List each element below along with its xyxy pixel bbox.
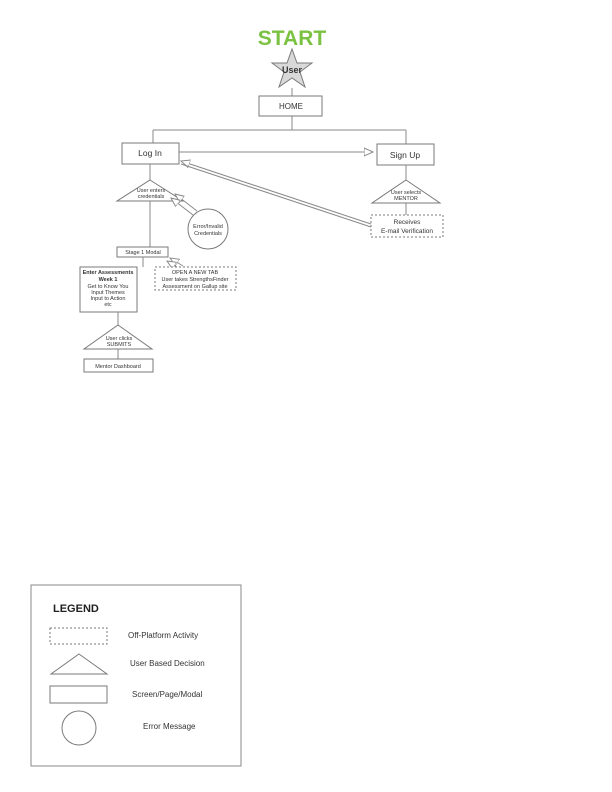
- email-to-login-arrow: [181, 161, 372, 225]
- assessments-line3: Get to Know You: [88, 284, 129, 290]
- legend-dashed-rectangle-icon: [49, 627, 108, 645]
- assessments-line1: Enter Assessments: [83, 270, 134, 276]
- legend-item-decision: User Based Decision: [130, 659, 205, 668]
- user-selects-line2: MENTOR: [394, 196, 418, 202]
- legend-item-screen: Screen/Page/Modal: [132, 690, 202, 699]
- signup-label: Sign Up: [390, 150, 421, 160]
- start-title: START: [258, 27, 327, 50]
- stage-modal-label: Stage 1 Modal: [125, 250, 160, 256]
- legend-rectangle-icon: [49, 685, 108, 704]
- email-line2: E-mail Verification: [381, 228, 433, 235]
- user-enters-line2: credentials: [138, 194, 165, 200]
- user-clicks-line2: SUBMITS: [107, 342, 132, 348]
- new-tab-box: [154, 266, 237, 291]
- email-line1: Receives: [394, 219, 421, 226]
- login-label: Log In: [138, 148, 162, 158]
- assessments-line5: Input to Action: [91, 296, 126, 302]
- star-label: User: [282, 65, 303, 75]
- mentor-dashboard-box: [83, 358, 154, 373]
- assessments-line2: Week 1: [99, 277, 118, 283]
- home-box: [258, 95, 323, 117]
- legend-item-off-platform: Off-Platform Activity: [128, 631, 198, 640]
- legend-triangle-icon: [49, 653, 109, 675]
- user-selects-line1: User selects: [391, 190, 422, 196]
- assessments-box: [79, 266, 138, 313]
- home-label: HOME: [279, 102, 303, 111]
- legend-circle-icon: [61, 710, 97, 746]
- error-line2: Credentials: [194, 231, 222, 237]
- email-verification-box: [370, 214, 444, 238]
- user-enters-line1: User enters: [137, 188, 166, 194]
- new-tab-line2: User takes StrengthsFinder: [162, 277, 229, 283]
- user-clicks-line1: User clicks: [106, 336, 133, 342]
- mentor-dashboard-label: Mentor Dashboard: [95, 364, 141, 370]
- legend-title: LEGEND: [53, 603, 99, 615]
- new-tab-line1: OPEN A NEW TAB: [172, 270, 219, 276]
- assessments-line4: Input Themes: [91, 290, 125, 296]
- legend-item-error: Error Message: [143, 722, 196, 731]
- assessments-line6: etc: [104, 302, 112, 308]
- new-tab-line3: Assessment on Gallup site: [162, 284, 227, 290]
- start-star-icon: [270, 47, 314, 89]
- error-line1: Error/Invalid: [193, 224, 223, 230]
- error-circle: [187, 208, 229, 250]
